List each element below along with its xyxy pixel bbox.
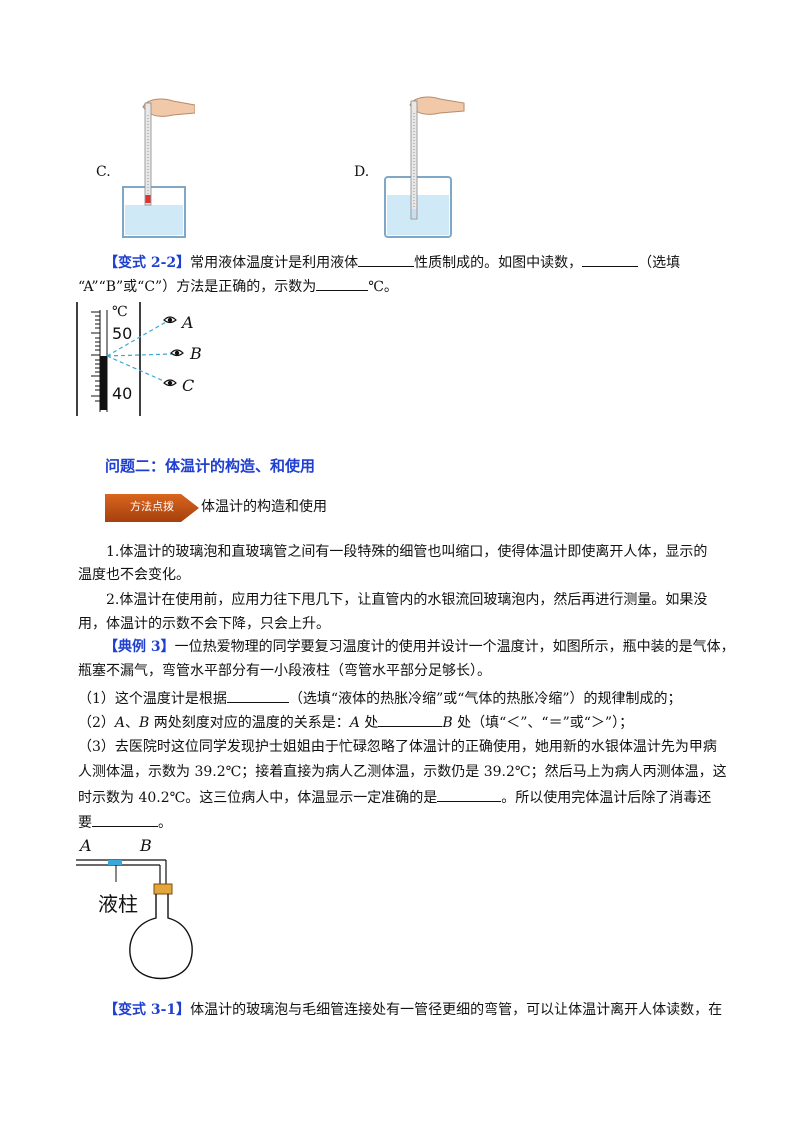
unit-label: ℃ [112, 304, 128, 320]
answer-blank [358, 252, 415, 267]
eye-label-c: C [182, 376, 195, 395]
variant-tag: 【变式 2-2】 [104, 255, 191, 271]
question-3-line1: （3）去医院时这位同学发现护士姐姐由于忙碌忽略了体温计的正确使用，她用新的水银体… [78, 739, 717, 755]
eye-label-b: B [190, 344, 202, 363]
tip-paragraph-1-line2: 温度也不会变化。 [78, 567, 190, 583]
option-d-label: D. [354, 164, 370, 180]
thermometer-reading-figure [74, 300, 214, 420]
example-tag: 【典例 3】 [104, 639, 175, 655]
variant-2-2-line1: 【变式 2-2】常用液体温度计是利用液体性质制成的。如图中读数，（选填 [104, 252, 680, 273]
tube-label-b: B [140, 836, 152, 855]
method-badge-arrow [105, 490, 201, 526]
answer-blank [316, 276, 369, 291]
example-3-line2: 瓶塞不漏气，弯管水平部分有一小段液柱（弯管水平部分足够长）。 [78, 663, 491, 679]
section-heading: 问题二：体温计的构造、和使用 [105, 457, 316, 475]
liquid-column-label: 液柱 [98, 892, 138, 916]
example-3-line1: 【典例 3】一位热爱物理的同学要复习温度计的使用并设计一个温度计，如图所示，瓶中… [104, 639, 735, 655]
answer-blank [582, 252, 639, 267]
variant-3-1-line1: 【变式 3-1】体温计的玻璃泡与毛细管连接处有一管径更细的弯管，可以让体温计离开… [104, 1002, 723, 1018]
tick-label-50: 50 [112, 324, 133, 343]
question-1: （1）这个温度计是根据（选填“液体的热胀冷缩”或“气体的热胀冷缩”）的规律制成的… [78, 688, 682, 709]
variant-2-2-line2: “A”“B”或“C”）方法是正确的，示数为℃。 [78, 276, 398, 297]
variant-tag: 【变式 3-1】 [104, 1002, 191, 1018]
answer-blank [378, 712, 443, 727]
tip-paragraph-2-line2: 用，体温计的示数不会下降，只会上升。 [78, 616, 330, 632]
answer-blank [437, 787, 502, 802]
tip-paragraph-1-line1: 1.体温计的玻璃泡和直玻璃管之间有一段特殊的细管也叫缩口，使得体温计即使离开人体… [106, 544, 708, 560]
tick-label-40: 40 [112, 384, 133, 403]
tube-label-a: A [80, 836, 92, 855]
beaker-figure-d [380, 95, 480, 245]
tip-paragraph-2-line1: 2.体温计在使用前，应用力往下甩几下，让直管内的水银流回玻璃泡内，然后再进行测量… [106, 592, 708, 608]
question-3-line2: 人测体温，示数为 39.2℃；接着直接为病人乙测体温，示数仍是 39.2℃；然后… [78, 764, 727, 780]
option-c-label: C. [96, 164, 111, 180]
method-badge-caption: 体温计的构造和使用 [201, 499, 327, 515]
question-3-line3: 时示数为 40.2℃。这三位病人中，体温显示一定准确的是。所以使用完体温计后除了… [78, 787, 711, 808]
beaker-figure-c [95, 95, 196, 245]
question-3-line4: 要。 [78, 812, 172, 833]
answer-blank [92, 812, 158, 827]
eye-label-a: A [182, 313, 194, 332]
gas-thermometer-figure [70, 840, 210, 990]
answer-blank [226, 688, 289, 703]
method-badge-text: 方法点拨 [130, 500, 174, 513]
